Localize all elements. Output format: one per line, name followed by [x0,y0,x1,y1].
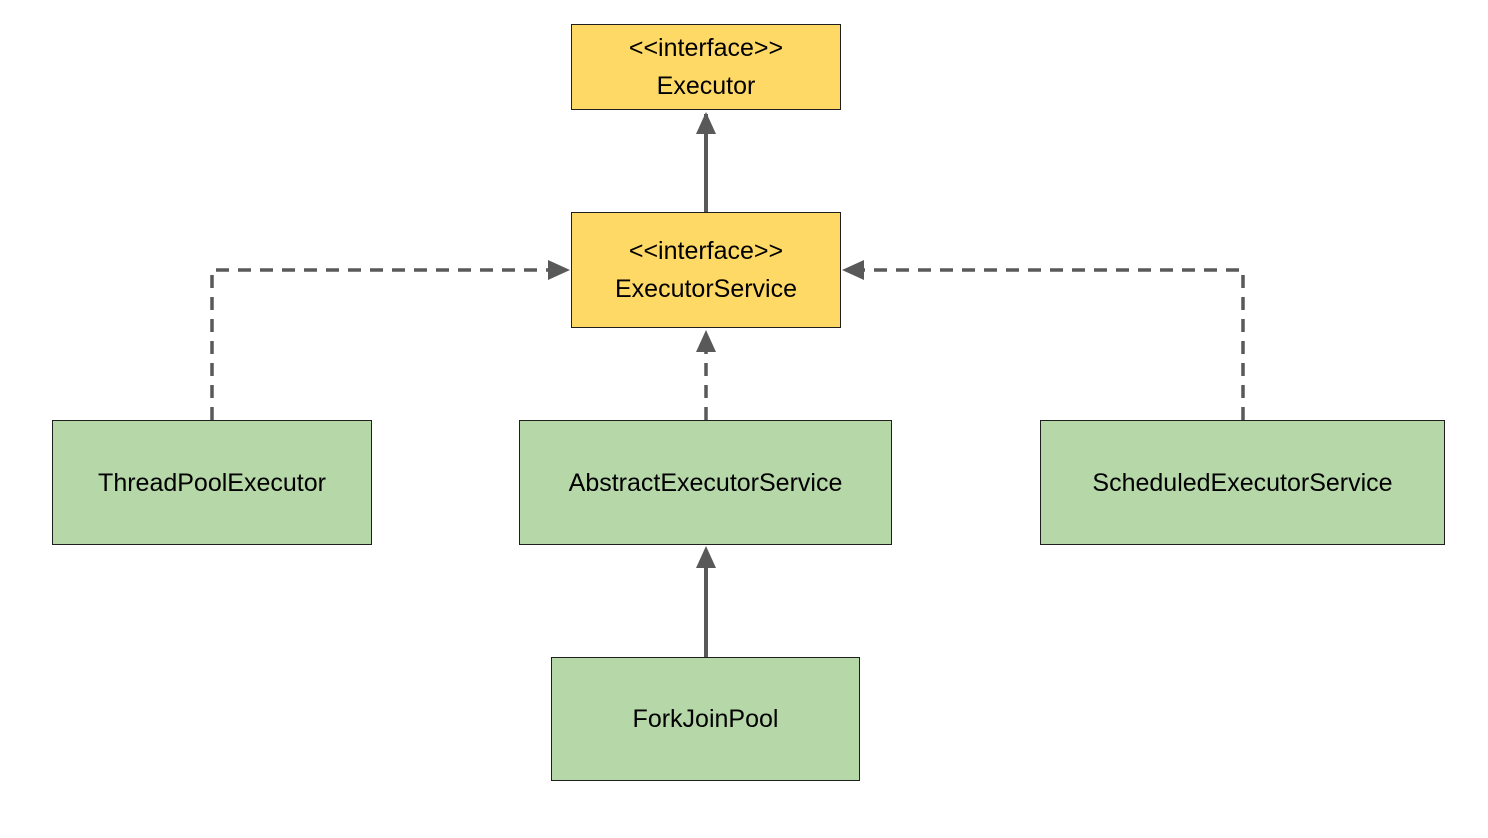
thread-pool-executor-name: ThreadPoolExecutor [98,468,326,497]
executor-stereotype: <<interface>> [628,34,784,62]
scheduled-executor-service-class-box: ScheduledExecutorService [1040,420,1445,545]
executor-service-stereotype: <<interface>> [628,237,784,265]
executor-service-name: ExecutorService [614,275,798,303]
edge-abstract-executor-service-to-executor-service [696,330,716,420]
edge-scheduled-executor-service-to-executor-service [842,260,1245,420]
edge-thread-pool-executor-to-executor-service [210,260,570,420]
abstract-executor-service-name: AbstractExecutorService [568,468,843,497]
executor-interface-box: <<interface>> Executor [571,24,841,110]
executor-service-interface-box: <<interface>> ExecutorService [571,212,841,328]
fork-join-pool-class-box: ForkJoinPool [551,657,860,781]
executor-name: Executor [656,72,756,100]
fork-join-pool-name: ForkJoinPool [632,705,779,733]
abstract-executor-service-class-box: AbstractExecutorService [519,420,892,545]
thread-pool-executor-class-box: ThreadPoolExecutor [52,420,372,545]
scheduled-executor-service-name: ScheduledExecutorService [1092,468,1393,497]
edge-executor-service-to-executor [696,112,716,212]
edge-fork-join-pool-to-abstract-executor-service [696,546,716,657]
